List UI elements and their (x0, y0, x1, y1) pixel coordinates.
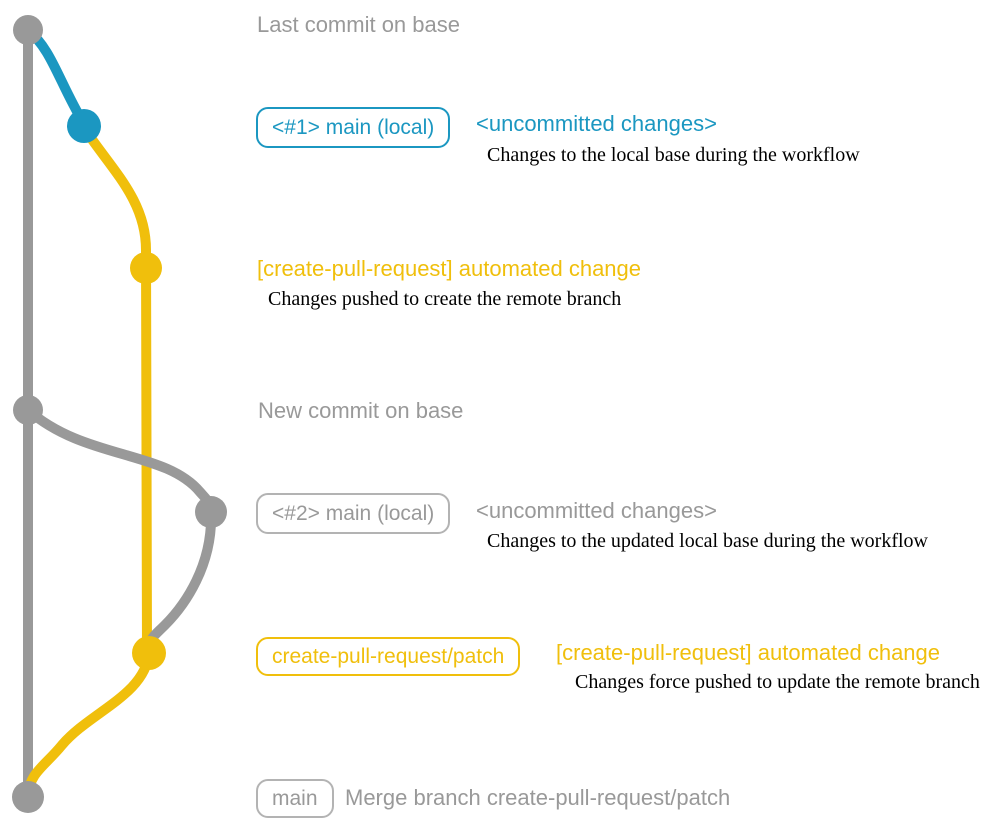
last-commit-label: Last commit on base (257, 12, 460, 37)
commit-node-patch-2 (132, 636, 166, 670)
commit-node-patch-1 (130, 252, 162, 284)
branch-badge-main-local-1: <#1> main (local) (256, 107, 451, 148)
patch-branch-line (79, 123, 152, 658)
uncommitted-changes-label-1: <uncommitted changes> (476, 111, 717, 136)
updated-local-main-branch-line (23, 405, 216, 517)
branch1-caption: Changes to the local base during the wor… (487, 144, 860, 166)
branch-badge-main: main (256, 779, 334, 818)
commit-node-last-base (13, 15, 43, 45)
automated-change-heading-1: [create-pull-request] automated change (257, 256, 642, 281)
commit-node-local-main-1 (67, 109, 101, 143)
push1-caption: Changes pushed to create the remote bran… (268, 288, 622, 310)
local-main-branch-line (23, 25, 89, 129)
branch-badge-main-local-2: <#2> main (local) (256, 493, 451, 534)
automated-change-heading-2: [create-pull-request] automated change (556, 640, 941, 665)
merge-label: Merge branch create-pull-request/patch (345, 785, 731, 810)
push2-caption: Changes force pushed to update the remot… (575, 671, 980, 693)
commit-node-merge (12, 781, 44, 813)
commit-node-local-main-2 (195, 496, 227, 528)
rebase-branch-line (144, 507, 217, 658)
new-commit-label: New commit on base (258, 398, 464, 423)
merge-branch-line (23, 648, 154, 800)
branch-badge-patch: create-pull-request/patch (256, 637, 521, 676)
branch2-caption: Changes to the updated local base during… (487, 530, 928, 552)
commit-node-new-base (13, 395, 43, 425)
uncommitted-changes-label-2: <uncommitted changes> (476, 498, 717, 523)
